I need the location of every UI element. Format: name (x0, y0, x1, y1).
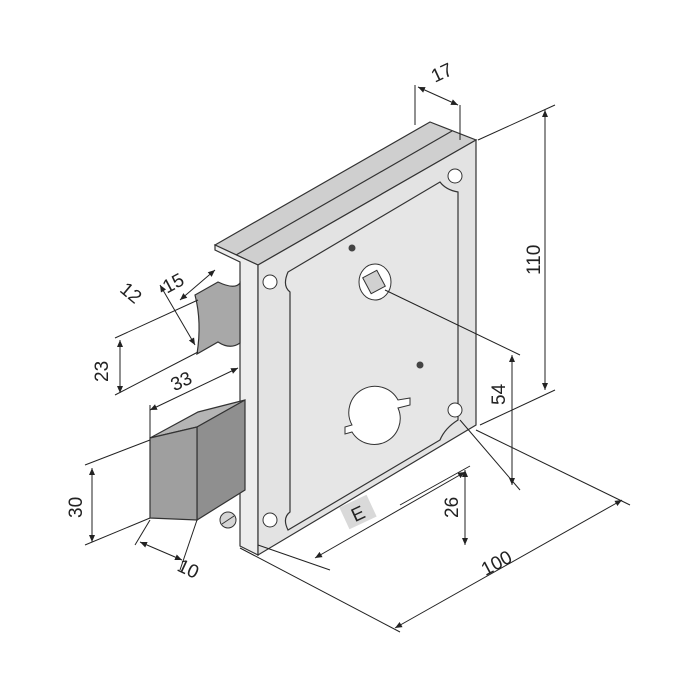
dim-12-label: 12 (116, 279, 146, 309)
dim-110-label: 110 (524, 245, 545, 275)
pin-hole (348, 244, 356, 252)
corner-screw-hole (447, 168, 463, 184)
dim-33-label: 33 (168, 368, 196, 396)
corner-screw-hole (262, 512, 278, 528)
dim-100-label: 100 (478, 547, 516, 580)
lock-body (213, 121, 478, 557)
dim-23-label: 23 (92, 361, 113, 382)
square-spindle (362, 269, 386, 295)
dim-54-label: 54 (489, 383, 510, 405)
dimension-labels: 17 110 12 15 23 33 54 30 26 E 10 100 (66, 59, 545, 583)
dimension-lines (84, 85, 631, 633)
pin-hole (416, 361, 424, 369)
corner-screw-hole (447, 402, 463, 418)
deadbolt-front (149, 426, 198, 521)
corner-screw-hole (262, 274, 278, 290)
inner-panel (284, 181, 459, 531)
dim-30-label: 30 (66, 497, 87, 518)
latch-bolt (194, 281, 241, 356)
side-screw-slot (221, 515, 235, 525)
keyhole (344, 385, 411, 445)
dim-10-label: 10 (174, 556, 202, 584)
latch-bolt-shape (194, 281, 241, 356)
deadbolt (149, 398, 246, 522)
dim-17-label: 17 (428, 59, 456, 87)
top-face-groove (235, 130, 453, 256)
dim-15-label: 15 (159, 270, 188, 298)
dim-E-box (339, 494, 377, 530)
dim-26-label: 26 (442, 497, 463, 518)
